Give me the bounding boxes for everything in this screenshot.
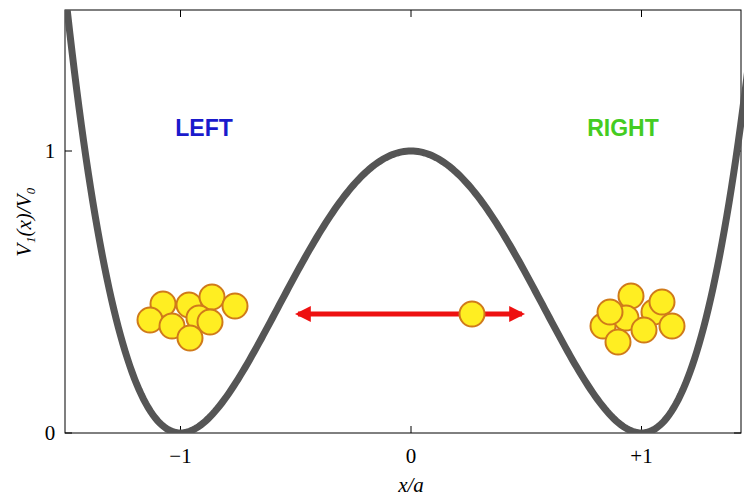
well-label: LEFT bbox=[175, 117, 233, 140]
x-tick-label: +1 bbox=[630, 446, 652, 467]
axes-frame bbox=[65, 10, 741, 433]
particle bbox=[460, 302, 485, 327]
well-label: RIGHT bbox=[587, 117, 659, 140]
particle bbox=[650, 290, 675, 315]
y-tick bbox=[734, 433, 741, 434]
particle bbox=[138, 308, 163, 333]
potential-curve bbox=[65, 10, 744, 433]
y-tick-label: 0 bbox=[45, 423, 56, 444]
x-tick bbox=[180, 10, 181, 17]
particles bbox=[138, 284, 685, 355]
particle bbox=[619, 284, 644, 309]
y-tick bbox=[65, 151, 72, 152]
axes bbox=[65, 10, 741, 433]
y-tick bbox=[65, 433, 72, 434]
particle bbox=[606, 330, 631, 355]
y-tick-label: 1 bbox=[45, 141, 56, 162]
x-axis-label: x/a bbox=[398, 475, 424, 496]
x-tick-label: 0 bbox=[406, 446, 417, 467]
particle bbox=[660, 314, 685, 339]
x-tick-label: −1 bbox=[169, 446, 191, 467]
particle bbox=[223, 294, 248, 319]
potential-curve-line bbox=[65, 10, 744, 433]
x-tick bbox=[411, 10, 412, 17]
particle bbox=[632, 318, 657, 343]
particle bbox=[598, 300, 623, 325]
tunneling-arrow bbox=[298, 312, 522, 317]
x-tick bbox=[411, 426, 412, 433]
particle bbox=[198, 310, 223, 335]
y-axis-label: V₁(x)/V₀ bbox=[14, 187, 35, 256]
x-tick bbox=[641, 10, 642, 17]
